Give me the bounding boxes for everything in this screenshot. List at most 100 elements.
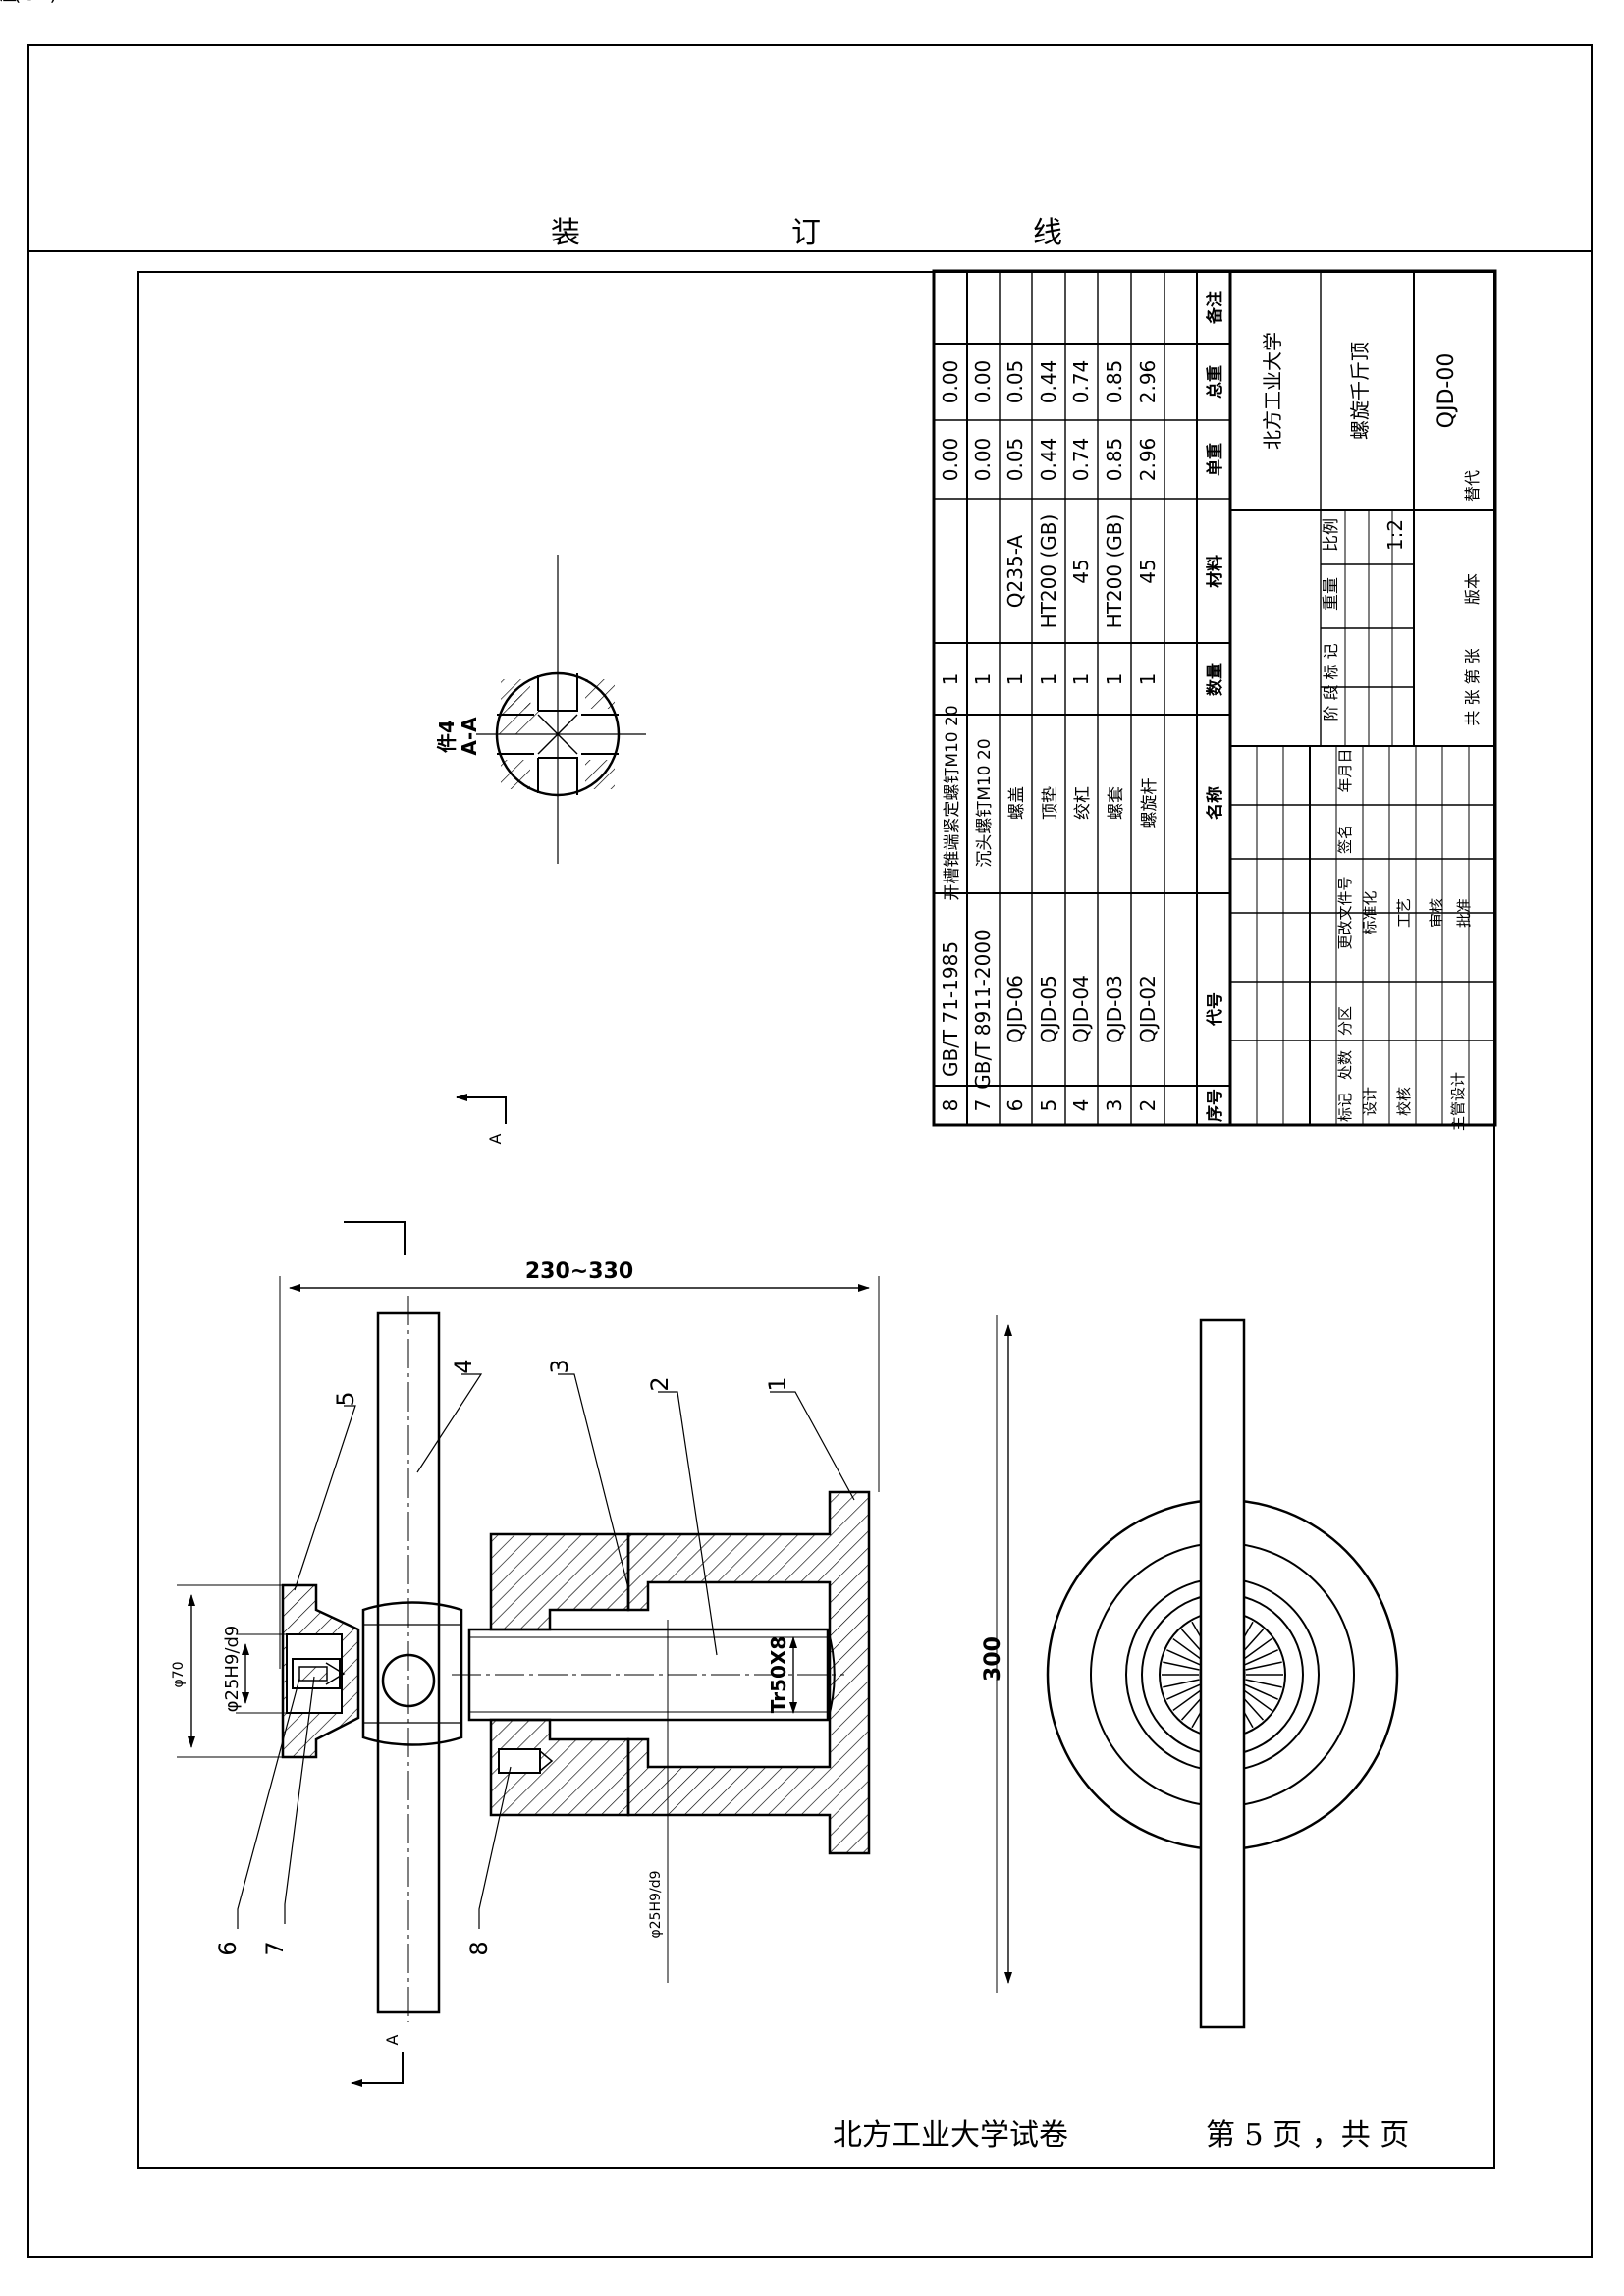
parts-header-qty: 数量 [1205,663,1225,696]
role-approve: 批准 [1455,898,1473,928]
parts-row-7-seq: 7 [971,1099,995,1112]
section-label: A-A [458,717,481,756]
parts-row-3-seq: 3 [1103,1099,1126,1112]
parts-row-5-material: HT200 (GB) [1037,514,1060,629]
binding-word-1: 装 [551,216,580,250]
parts-row-7-qty: 1 [971,673,995,686]
parts-row-3-name: 螺套 [1107,786,1126,820]
role-chief: 主管设计 [1449,1072,1467,1131]
parts-row-7-code: GB/T 8911-2000 [971,929,995,1090]
parts-row-1-material: HT200 (GB) [0,0,57,5]
parts-list-table [932,269,1497,1127]
balloon-3: 3 [546,1359,573,1373]
balloon-5: 5 [332,1391,359,1406]
cut-plane-mark-front [344,1221,406,1255]
parts-row-3-code: QJD-03 [1103,975,1126,1043]
role-process: 工艺 [1395,898,1413,928]
parts-header-remark: 备注 [1205,291,1225,325]
sheet-count: 共 张 第 张 [1463,648,1482,725]
change-h-count: 处数 [1336,1050,1354,1080]
cut-label-top: A [486,1133,505,1144]
drawing-number: QJD-00 [1435,353,1459,429]
section-part-label: 件4 [435,720,459,753]
dim-top-fit: φ25H9/d9 [222,1626,243,1713]
dim-thread: Tr50X8 [767,1636,790,1713]
school-name: 北方工业大学 [1261,332,1284,450]
weight-label: 重量 [1322,577,1341,611]
parts-row-4-qty: 1 [1069,673,1093,686]
version-label: 版本 [1463,573,1482,605]
parts-row-6-name: 螺盖 [1007,786,1027,820]
role-standard: 标准化 [1361,890,1379,934]
scale-label: 比例 [1322,518,1341,552]
parts-row-8-code: GB/T 71-1985 [939,941,962,1077]
parts-row-3-unit_mass: 0.85 [1103,438,1126,482]
parts-row-7-name: 沉头螺钉M10 20 [975,738,995,867]
parts-row-4-name: 绞杠 [1073,786,1093,820]
parts-row-1-code: QJD-01 [0,0,34,5]
parts-row-3-material: HT200 (GB) [1103,514,1126,629]
parts-row-2-name: 螺旋杆 [1140,778,1160,828]
parts-row-4-total_mass: 0.74 [1069,360,1093,404]
parts-header-name: 名称 [1205,786,1225,820]
parts-row-2-qty: 1 [1136,673,1160,686]
parts-row-5-name: 顶垫 [1041,786,1060,820]
parts-row-6-unit_mass: 0.05 [1003,438,1027,482]
balloon-8: 8 [465,1941,493,1955]
binding-word-3: 线 [1033,216,1062,250]
parts-row-1-unit_mass: 6.12 [0,0,22,5]
balloon-4: 4 [450,1359,477,1373]
top-view [996,1315,1399,2029]
binding-line [27,250,1593,252]
parts-row-6-material: Q235-A [1003,534,1027,608]
balloon-7: 7 [261,1941,289,1955]
section-view-a-a [476,555,646,864]
parts-row-1-name: 底座 [0,0,17,5]
balloon-2: 2 [646,1376,674,1391]
parts-row-6-total_mass: 0.05 [1003,360,1027,404]
role-check: 校核 [1395,1087,1413,1116]
parts-row-2-code: QJD-02 [1136,975,1160,1043]
parts-row-6-seq: 6 [1003,1099,1027,1112]
parts-header-material: 材料 [1205,555,1225,588]
parts-row-3-total_mass: 0.85 [1103,360,1126,404]
parts-row-5-unit_mass: 0.44 [1037,438,1060,482]
page-number: 第 5 页 ，共 页 [1206,2118,1410,2153]
main-section-view [177,1276,880,2022]
scale-value: 1:2 [1383,519,1407,551]
binding-word-2: 订 [791,216,821,250]
parts-row-5-qty: 1 [1037,673,1060,686]
dim-bottom-fit: φ25H9/d9 [648,1871,664,1939]
role-review: 审核 [1428,898,1445,928]
parts-row-4-unit_mass: 0.74 [1069,438,1093,482]
parts-header-total_mass: 总重 [1205,365,1225,399]
parts-row-4-material: 45 [1069,559,1093,583]
parts-row-2-total_mass: 2.96 [1136,360,1160,404]
cut-plane-marker-top [456,1094,507,1124]
parts-row-1-seq: 1 [0,0,6,5]
parts-row-2-unit_mass: 2.96 [1136,438,1160,482]
drawing-frame [137,271,1495,2169]
parts-header-seq: 序号 [1205,1089,1225,1122]
change-h-zone: 分区 [1336,1006,1354,1036]
parts-row-8-qty: 1 [939,673,962,686]
parts-row-4-seq: 4 [1069,1099,1093,1112]
parts-row-5-total_mass: 0.44 [1037,360,1060,404]
change-h-date: 年月日 [1336,748,1354,792]
dim-overall-width: 230~330 [525,1259,633,1284]
balloon-1: 1 [764,1376,791,1391]
parts-row-8-total_mass: 0.00 [939,360,962,404]
parts-row-1-total_mass: 6.12 [0,0,22,5]
parts-row-2-seq: 2 [1136,1099,1160,1112]
parts-row-5-seq: 5 [1037,1099,1060,1112]
parts-row-7-total_mass: 0.00 [971,360,995,404]
parts-header-unit_mass: 单重 [1205,443,1225,476]
change-h-sign: 签名 [1336,825,1354,854]
change-h-file: 更改文件号 [1336,876,1354,949]
parts-row-7-unit_mass: 0.00 [971,438,995,482]
dim-height: 300 [981,1636,1005,1682]
sheet-border [27,44,1593,2258]
change-h-mark: 标记 [1336,1093,1354,1122]
